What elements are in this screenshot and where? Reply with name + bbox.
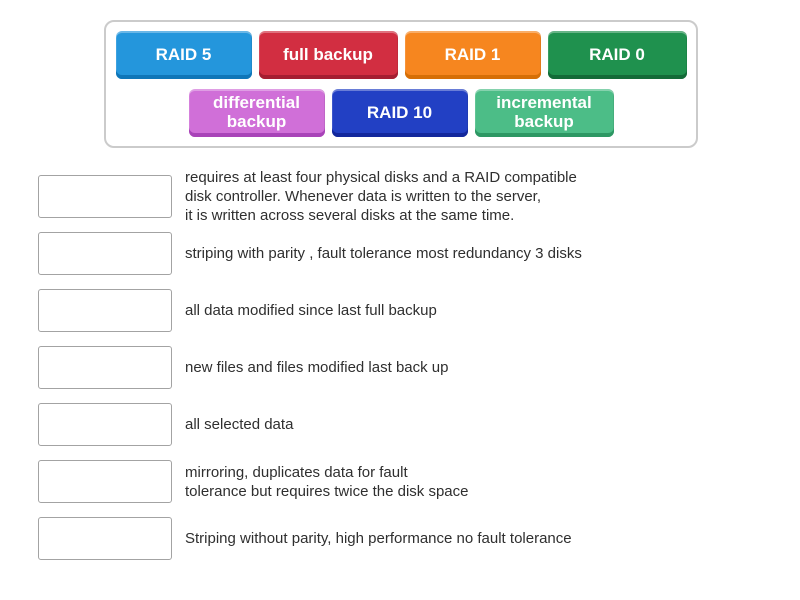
- match-row: mirroring, duplicates data for fault tol…: [38, 460, 778, 503]
- clue-text: Striping without parity, high performanc…: [185, 530, 572, 547]
- clue-text: mirroring, duplicates data for fault tol…: [185, 463, 469, 500]
- match-row: striping with parity , fault tolerance m…: [38, 232, 778, 275]
- clue-text: all selected data: [185, 416, 294, 433]
- answer-slot-5[interactable]: [38, 403, 172, 446]
- clue-text: requires at least four physical disks an…: [185, 169, 577, 224]
- tile-raid-1[interactable]: RAID 1: [404, 31, 541, 79]
- tile-raid-5[interactable]: RAID 5: [115, 31, 252, 79]
- match-list: requires at least four physical disks an…: [38, 169, 778, 574]
- match-row: requires at least four physical disks an…: [38, 169, 778, 224]
- answer-slot-4[interactable]: [38, 346, 172, 389]
- match-row: all data modified since last full backup: [38, 289, 778, 332]
- tile-row-1: RAID 5 full backup RAID 1 RAID 0: [115, 31, 687, 79]
- tile-row-2: differential backup RAID 10 incremental …: [188, 89, 614, 137]
- clue-text: all data modified since last full backup: [185, 302, 437, 319]
- match-row: all selected data: [38, 403, 778, 446]
- answer-slot-1[interactable]: [38, 175, 172, 218]
- clue-text: striping with parity , fault tolerance m…: [185, 245, 582, 262]
- answer-slot-3[interactable]: [38, 289, 172, 332]
- tile-full-backup[interactable]: full backup: [258, 31, 398, 79]
- match-row: Striping without parity, high performanc…: [38, 517, 778, 560]
- answer-slot-6[interactable]: [38, 460, 172, 503]
- tile-incremental-backup[interactable]: incremental backup: [474, 89, 614, 137]
- tile-panel: RAID 5 full backup RAID 1 RAID 0 differe…: [104, 20, 698, 148]
- clue-text: new files and files modified last back u…: [185, 359, 449, 376]
- answer-slot-2[interactable]: [38, 232, 172, 275]
- tile-differential-backup[interactable]: differential backup: [188, 89, 325, 137]
- tile-raid-10[interactable]: RAID 10: [331, 89, 468, 137]
- match-row: new files and files modified last back u…: [38, 346, 778, 389]
- tile-raid-0[interactable]: RAID 0: [547, 31, 687, 79]
- answer-slot-7[interactable]: [38, 517, 172, 560]
